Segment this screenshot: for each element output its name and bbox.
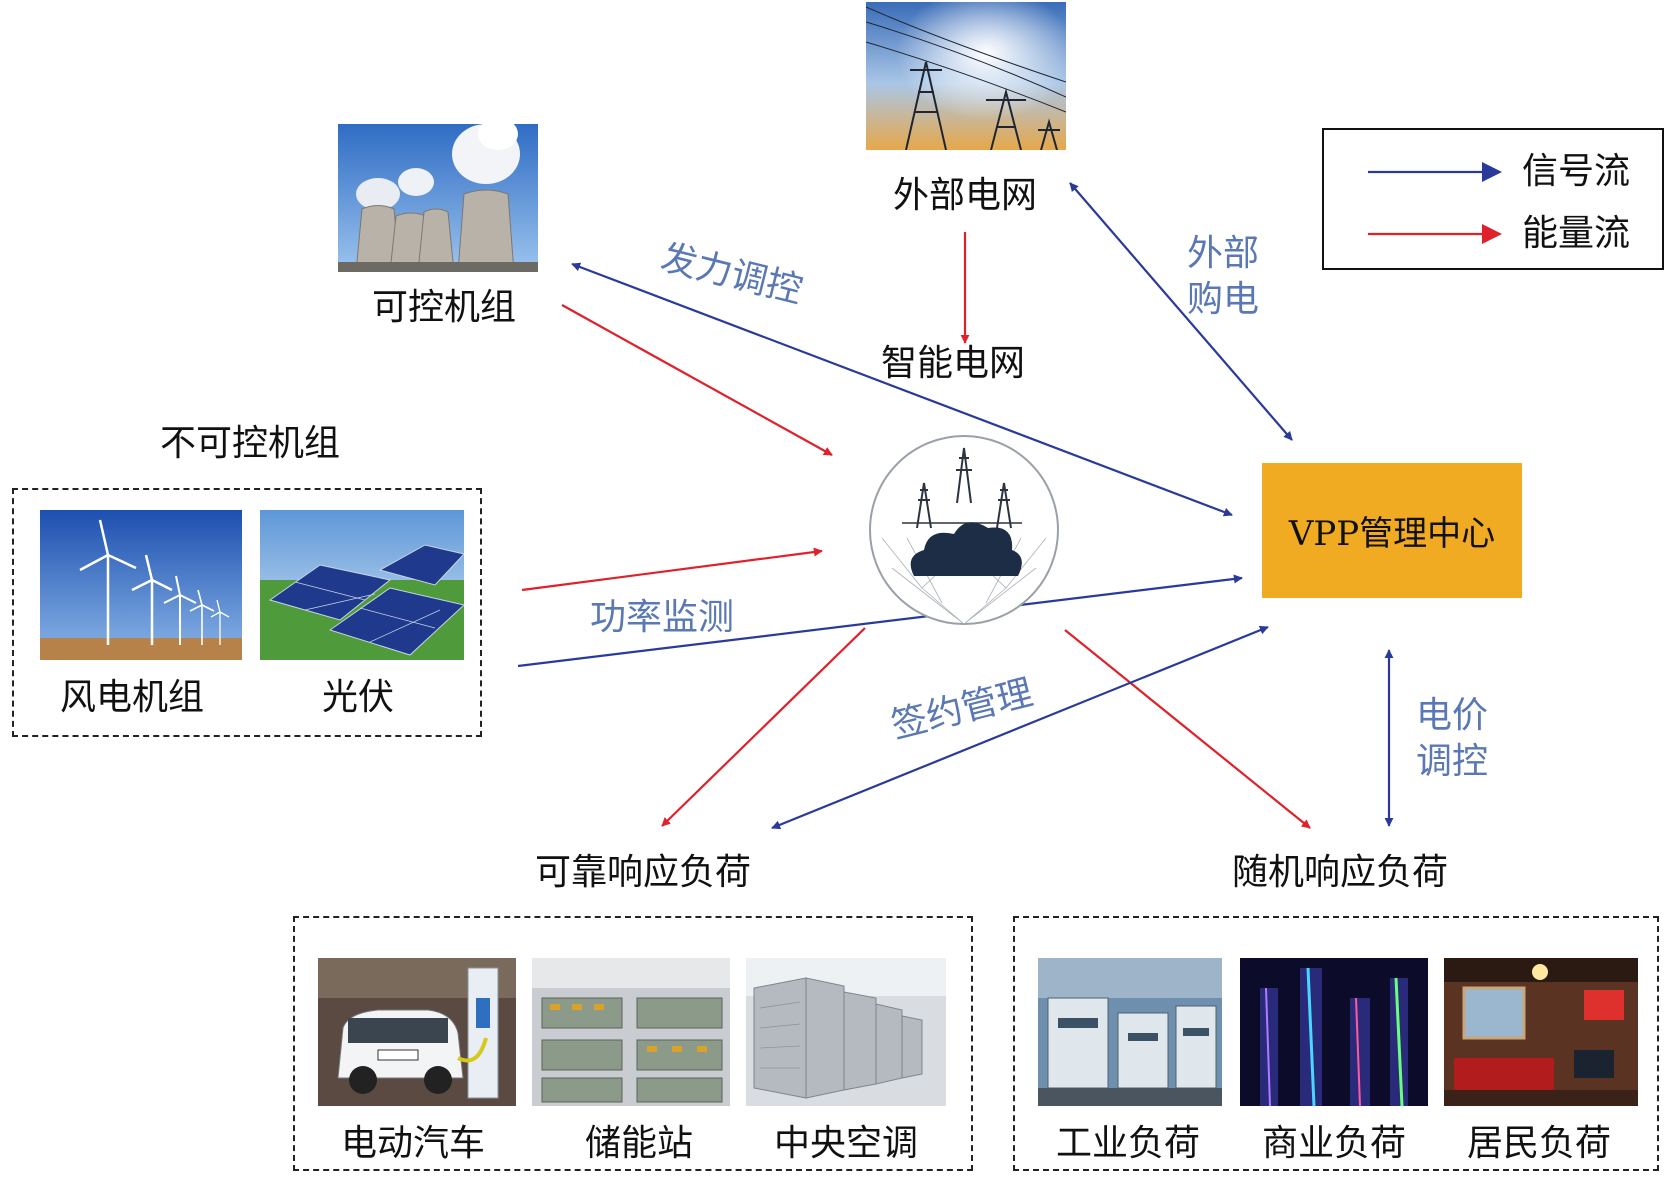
legend-energy-label: 能量流 (1522, 213, 1631, 254)
wind-turbine-photo (40, 510, 242, 660)
power-plant-photo (338, 124, 538, 272)
ev-label: 电动汽车 (341, 1123, 486, 1164)
uncontrollable-units-label: 不可控机组 (160, 423, 341, 464)
legend-signal-label: 信号流 (1522, 151, 1631, 192)
ev-photo (318, 958, 516, 1106)
arrow-contract-mgmt (771, 625, 1269, 830)
residential-label: 居民负荷 (1467, 1123, 1612, 1164)
solar-panel-photo (260, 510, 464, 660)
energy-flow-legend-line (1368, 224, 1502, 244)
central-ac-label: 中央空调 (774, 1123, 919, 1164)
commercial-label: 商业负荷 (1262, 1123, 1407, 1164)
reliable-load-box (293, 916, 973, 1171)
arrow-output-control (571, 262, 1233, 517)
industrial-photo (1038, 958, 1222, 1106)
pv-label: 光伏 (322, 677, 395, 718)
smart-grid-icon (862, 428, 1066, 632)
wind-label: 风电机组 (60, 677, 205, 718)
reliable-load-label: 可靠响应负荷 (535, 852, 752, 893)
power-monitoring-label: 功率监测 (590, 597, 735, 638)
arrow-power-monitoring (517, 574, 1243, 668)
arrow-smartgrid-to-reliable (661, 627, 866, 827)
signal-flow-legend-line (1368, 162, 1502, 182)
industrial-label: 工业负荷 (1056, 1123, 1201, 1164)
vpp-management-center: VPP管理中心 (1262, 463, 1522, 598)
storage-photo (532, 958, 730, 1106)
price-control-label-1: 电价 (1416, 695, 1489, 736)
legend: 信号流 能量流 (1322, 128, 1664, 270)
external-purchase-label-2: 购电 (1187, 279, 1260, 320)
external-purchase-label-1: 外部 (1187, 233, 1260, 274)
external-grid-photo (866, 2, 1066, 150)
controllable-units-label: 可控机组 (372, 287, 517, 328)
uncontrollable-units-box (12, 488, 482, 737)
vpp-center-label: VPP管理中心 (1288, 514, 1496, 554)
arrow-external-purchase (1069, 182, 1293, 441)
arrow-uncontrollable-to-smartgrid (521, 547, 823, 592)
residential-photo (1444, 958, 1638, 1106)
arrow-controllable-to-smartgrid (561, 304, 833, 456)
random-load-label: 随机响应负荷 (1232, 852, 1449, 893)
commercial-photo (1240, 958, 1428, 1106)
price-control-label-2: 调控 (1416, 741, 1489, 782)
central-ac-photo (746, 958, 946, 1106)
random-load-box (1013, 916, 1659, 1171)
external-grid-label: 外部电网 (893, 175, 1038, 216)
storage-label: 储能站 (585, 1123, 694, 1164)
smart-grid-label: 智能电网 (881, 343, 1026, 384)
